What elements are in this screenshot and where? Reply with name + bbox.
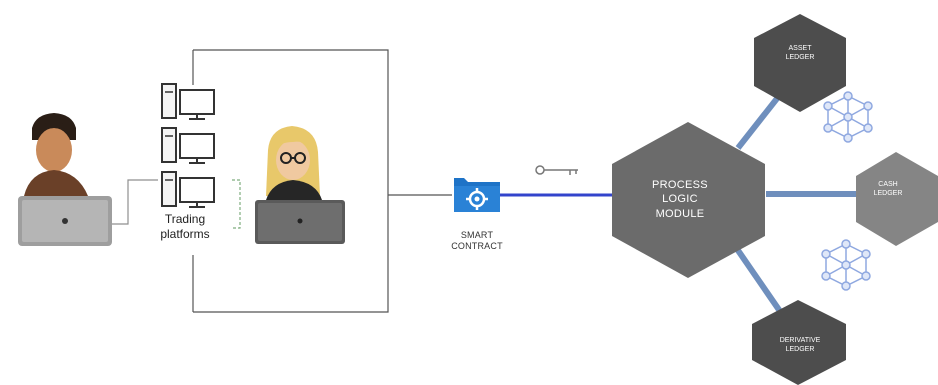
smart-contract-label: SMART CONTRACT <box>451 230 503 252</box>
cash-ledger-hexagon[interactable] <box>856 152 938 246</box>
asset-ledger-label: ASSET LEDGER <box>785 45 815 62</box>
process-logic-module-label: PROCESS LOGIC MODULE <box>652 179 708 220</box>
desktop-computer-icon-1 <box>161 83 215 120</box>
desktop-computer-icon-2 <box>161 127 215 164</box>
broker-connector <box>232 179 241 229</box>
trading-platforms-label: Trading platforms <box>160 212 210 241</box>
platform-bracket <box>193 49 389 313</box>
key-icon <box>535 165 578 175</box>
smart-contract-icon[interactable] <box>454 178 500 212</box>
derivative-ledger-hexagon[interactable] <box>752 300 846 385</box>
derivative-connector <box>732 244 789 322</box>
asset-ledger-hexagon[interactable] <box>754 14 846 112</box>
network-mesh-icon-2 <box>821 239 871 291</box>
trader-connector <box>112 179 158 225</box>
derivative-ledger-label: DERIVATIVE LEDGER <box>779 337 821 354</box>
trader-person-icon <box>18 113 112 246</box>
cash-ledger-label: CASH LEDGER <box>873 181 903 198</box>
broker-person-icon <box>255 126 345 244</box>
process-logic-module-hexagon[interactable] <box>612 122 765 278</box>
network-mesh-icon-1 <box>823 91 873 143</box>
desktop-computer-icon-3 <box>161 171 215 208</box>
